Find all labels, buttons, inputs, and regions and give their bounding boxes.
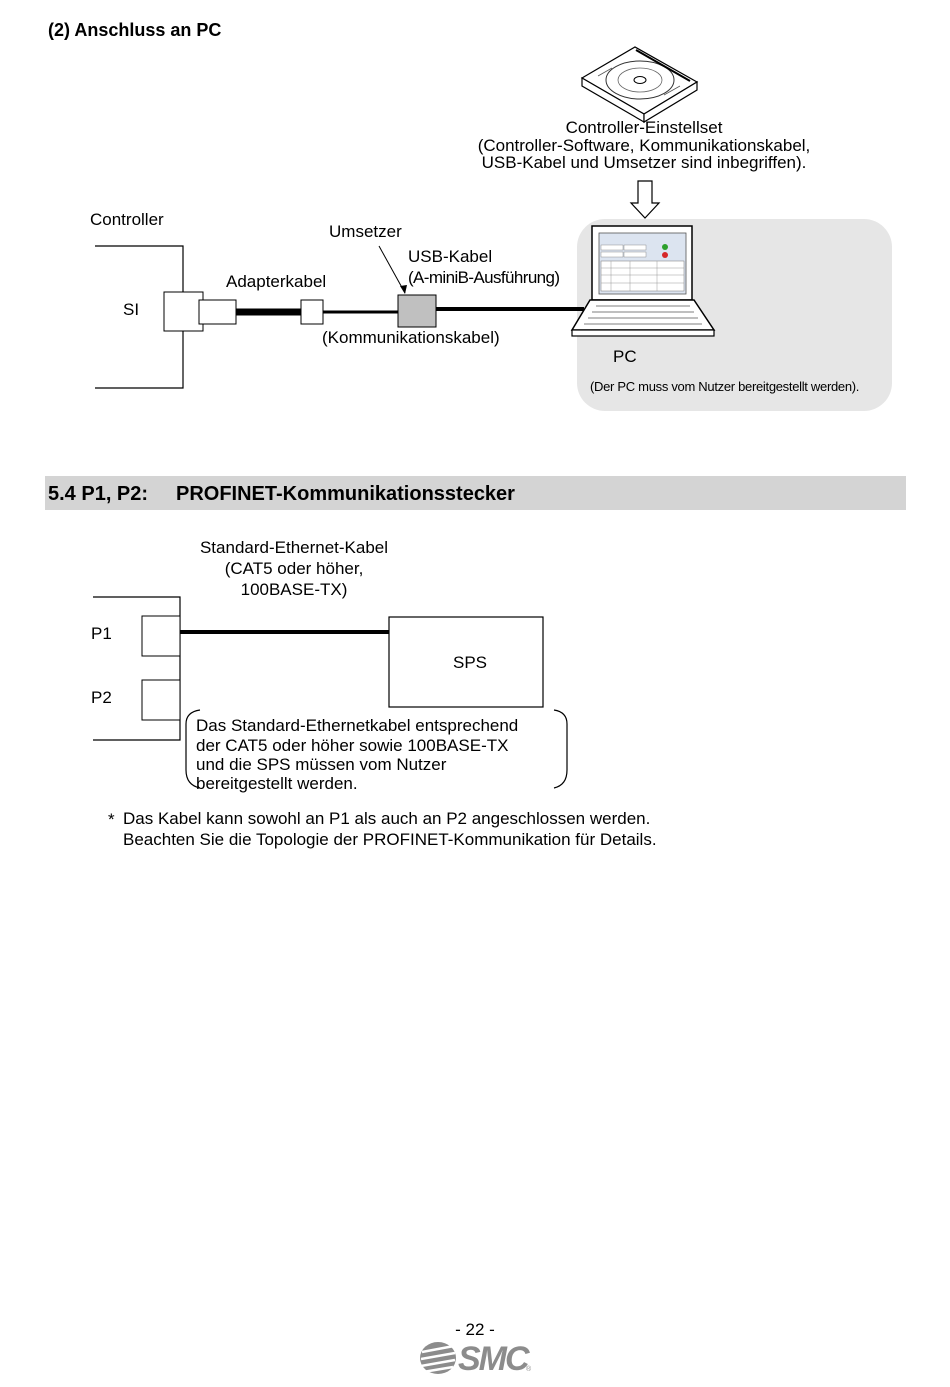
section-header-bar: 5.4 P1, P2: PROFINET-Kommunikationssteck… xyxy=(45,476,906,510)
p1-label: P1 xyxy=(91,624,112,643)
controller-label: Controller xyxy=(90,210,164,229)
note-line2: Beachten Sie die Topologie der PROFINET-… xyxy=(123,830,657,849)
si-label: SI xyxy=(123,300,140,319)
controller-set-line2: (Controller-Software, Kommunikationskabe… xyxy=(477,136,811,155)
section-number: 5.4 P1, P2: xyxy=(48,483,149,505)
profinet-diagram xyxy=(93,596,568,789)
section-title: PROFINET-Kommunikationsstecker xyxy=(176,483,515,505)
note-line1: Das Kabel kann sowohl an P1 als auch an … xyxy=(123,809,651,828)
ethernet-cable-label-line1: Standard-Ethernet-Kabel xyxy=(199,538,389,557)
bracket-note-line3: und die SPS müssen vom Nutzer xyxy=(196,755,447,774)
bracket-note-line2: der CAT5 oder höher sowie 100BASE-TX xyxy=(196,736,509,755)
note-bracket-right xyxy=(553,709,568,789)
pc-label: PC xyxy=(613,347,637,366)
usb-cable-type-label: (A-miniB-Ausführung) xyxy=(408,268,560,287)
cd-package-icon xyxy=(580,46,699,124)
p2-label: P2 xyxy=(91,688,112,707)
device-outline xyxy=(93,596,181,741)
controller-set-line3: USB-Kabel und Umsetzer sind inbegriffen)… xyxy=(481,153,807,172)
adapter-plug xyxy=(198,299,237,325)
p2-connector xyxy=(141,679,181,721)
note-bracket-left xyxy=(185,709,201,789)
converter-label: Umsetzer xyxy=(329,222,402,241)
ethernet-cable-label-line3: 100BASE-TX) xyxy=(240,580,348,599)
sps-box xyxy=(388,616,544,708)
bracket-note-line4: bereitgestellt werden. xyxy=(196,774,358,793)
laptop-icon xyxy=(570,225,716,337)
ethernet-cable-label-line2: (CAT5 oder höher, xyxy=(224,559,364,578)
converter-pointer xyxy=(378,245,406,294)
adapter-cable-label: Adapterkabel xyxy=(226,272,327,291)
smc-logo-text: SMC xyxy=(458,1340,530,1378)
usb-cable-label: USB-Kabel xyxy=(408,247,493,266)
page-number: - 22 - xyxy=(455,1320,495,1339)
registered-mark: ® xyxy=(526,1366,532,1373)
note-marker: * xyxy=(108,810,115,829)
section-heading-pc-connection: (2) Anschluss an PC xyxy=(48,20,222,40)
p1-connector xyxy=(141,615,181,657)
comm-cable-label: (Kommunikationskabel) xyxy=(322,328,500,347)
bracket-note-line1: Das Standard-Ethernetkabel entsprechend xyxy=(196,716,519,735)
controller-set-line1: Controller-Einstellset xyxy=(565,118,723,137)
si-connector xyxy=(163,291,204,332)
pc-connection-diagram xyxy=(95,46,892,411)
sps-label: SPS xyxy=(453,653,488,672)
down-arrow-icon xyxy=(629,180,661,219)
pc-note: (Der PC muss vom Nutzer bereitgestellt w… xyxy=(590,379,860,394)
